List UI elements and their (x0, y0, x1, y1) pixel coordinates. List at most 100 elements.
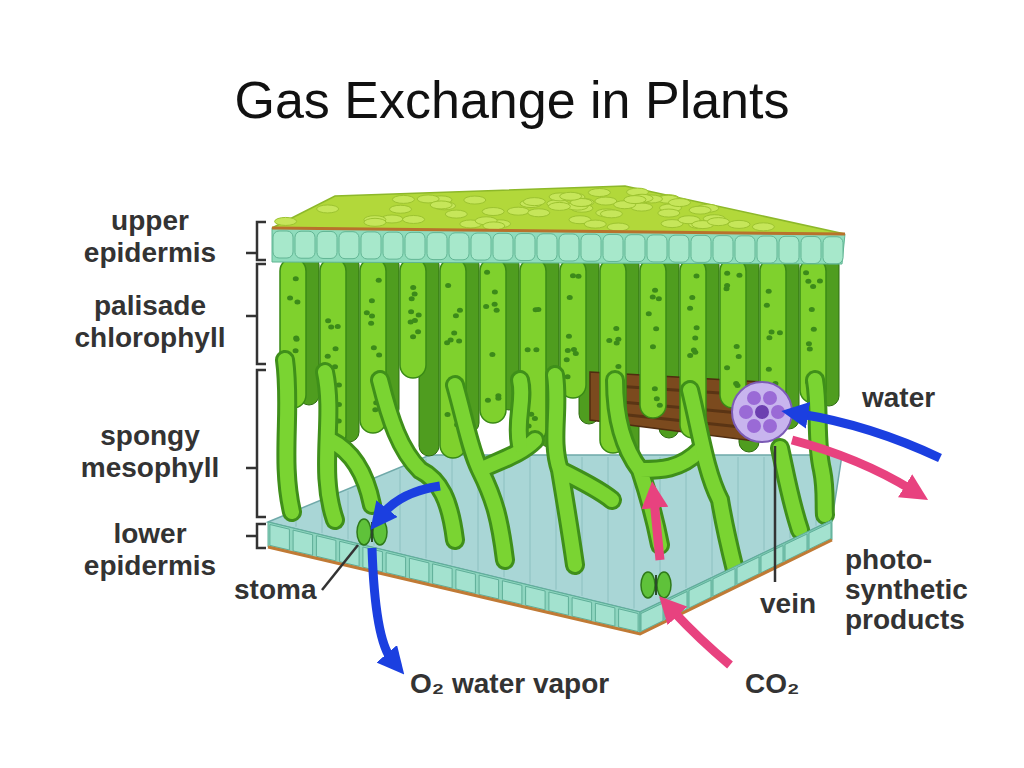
lower-epidermis-edge (595, 603, 615, 626)
lower-epidermis-edge (268, 522, 640, 634)
vein-cross-section (747, 419, 761, 433)
palisade-cell (724, 365, 730, 370)
upper-epidermis-layer (272, 228, 845, 264)
epidermis-edge-line (268, 228, 845, 634)
palisade-cell (408, 309, 414, 314)
upper-epidermis-layer (275, 217, 297, 225)
leader-line (246, 370, 266, 517)
palisade-cell (410, 285, 416, 290)
palisade-cell (650, 344, 656, 349)
upper-epidermis-layer (581, 234, 601, 261)
upper-epidermis-layer (464, 196, 486, 204)
upper-epidermis-layer (689, 206, 711, 214)
upper-epidermis-layer (430, 201, 452, 209)
part-label: CO₂ (745, 668, 799, 700)
palisade-cell (615, 364, 621, 369)
palisade-cell (335, 324, 341, 329)
lower-epidermis-edge (270, 525, 290, 551)
palisade-cell (368, 321, 374, 326)
lower-epidermis-edge (572, 598, 592, 621)
palisade-cell (766, 335, 772, 340)
palisade-cell (615, 337, 621, 342)
lower-epidermis-edge (479, 575, 499, 599)
upper-epidermis-layer (691, 235, 711, 262)
palisade-cell (766, 367, 772, 372)
palisade-cell (736, 273, 742, 278)
lower-epidermis-edge (640, 520, 832, 634)
epidermis-edge-line (268, 540, 832, 634)
palisade-cell (653, 326, 659, 331)
palisade-cell (492, 290, 498, 295)
palisade-cell (453, 313, 459, 318)
lower-epidermis-edge (502, 581, 522, 605)
palisade-cell (650, 295, 656, 300)
palisade-cell (687, 353, 693, 358)
lower-epidermis-edge (386, 553, 406, 578)
lower-epidermis-surface (764, 457, 765, 551)
upper-epidermis-layer (403, 215, 425, 223)
leader-line (246, 222, 266, 260)
palisade-cell (416, 313, 422, 318)
palisade-cell (533, 347, 539, 352)
upper-epidermis-layer (713, 236, 733, 263)
palisade-cell (766, 289, 772, 294)
upper-epidermis-layer (482, 208, 504, 216)
palisade-cell (495, 396, 501, 401)
palisade-cell (810, 284, 816, 289)
palisade-cell (369, 313, 375, 318)
palisade-cell (691, 348, 697, 353)
leader-line (774, 446, 777, 582)
palisade-cell (652, 288, 658, 293)
palisade-cell (613, 326, 619, 331)
palisade-cell (532, 416, 538, 421)
palisade-cell (806, 341, 812, 346)
palisade-cell (724, 283, 730, 288)
upper-epidermis-layer (507, 207, 529, 215)
palisade-cell (483, 304, 489, 309)
palisade-cell-back (299, 255, 839, 461)
upper-epidermis-layer (801, 237, 821, 264)
palisade-cell (724, 271, 730, 276)
stoma-guard-cells (655, 575, 657, 595)
diagram-title: Gas Exchange in Plants (0, 70, 1024, 130)
upper-epidermis-layer (361, 232, 381, 259)
palisade-cell (412, 291, 418, 296)
upper-epidermis-layer (779, 236, 799, 263)
palisade-cell (400, 258, 426, 378)
palisade-cell (656, 296, 662, 301)
upper-epidermis-layer (624, 196, 646, 204)
spongy-cell (285, 360, 825, 570)
upper-epidermis-layer (272, 186, 845, 234)
flow-arrow (654, 500, 660, 560)
upper-epidermis-layer (559, 234, 579, 261)
upper-epidermis-layer (339, 232, 359, 259)
palisade-cell (294, 300, 300, 305)
upper-epidermis-layer (548, 202, 570, 210)
upper-epidermis-layer (317, 231, 337, 258)
stoma-guard-cells (357, 519, 671, 598)
palisade-cell (444, 340, 450, 345)
lower-epidermis-edge (549, 592, 569, 615)
palisade-cell (811, 327, 817, 332)
palisade-cell (484, 270, 490, 275)
upper-epidermis-layer (603, 234, 623, 261)
upper-epidermis-layer (389, 205, 411, 213)
palisade-cell (805, 279, 811, 284)
upper-epidermis-layer (584, 220, 606, 228)
palisade-cell (652, 386, 658, 391)
upper-epidermis-layer (528, 209, 550, 217)
stoma-guard-cells (641, 572, 655, 598)
palisade-cell (325, 318, 331, 323)
palisade-cell (451, 331, 457, 336)
palisade-cell (606, 338, 612, 343)
upper-epidermis-layer (405, 232, 425, 259)
spongy-cell (285, 360, 825, 570)
palisade-cell (364, 310, 370, 315)
palisade-cell (646, 311, 652, 316)
palisade-cell (694, 325, 700, 330)
palisade-cell (456, 339, 462, 344)
palisade-cell (489, 352, 495, 357)
lower-epidermis-surface (530, 457, 531, 583)
palisade-cell (657, 403, 663, 408)
